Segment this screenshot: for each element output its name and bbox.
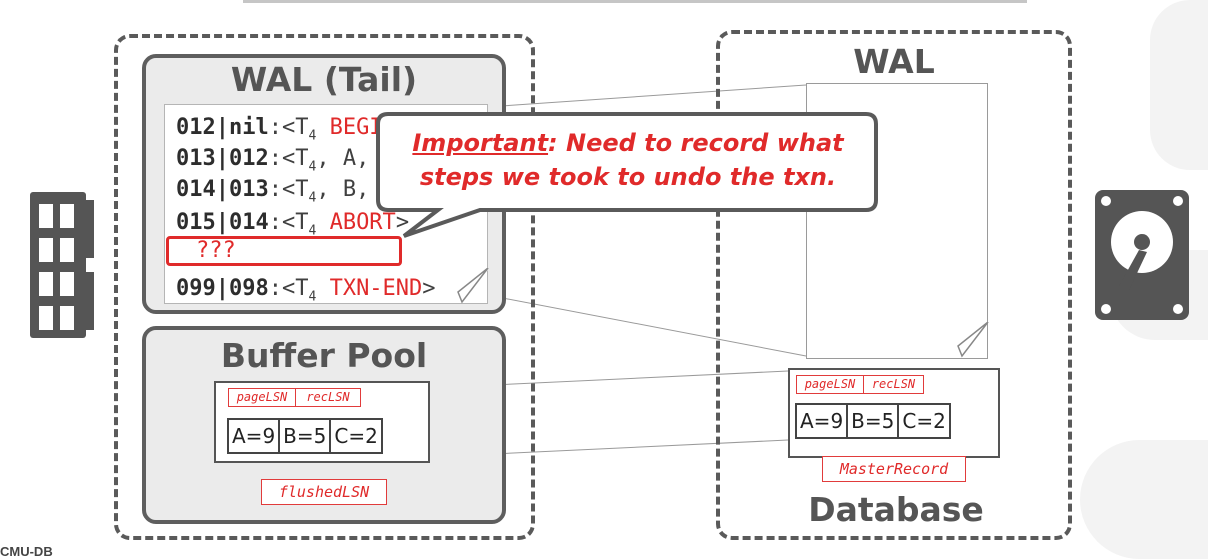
hard-disk-icon [1095,190,1189,320]
callout-text: Important: Need to record what steps we … [384,126,872,194]
bg-decoration [1150,0,1208,170]
disk-rec-lsn-field: recLSN [864,375,924,394]
page-fold-icon [452,268,489,304]
log-record-099: 099|098:<T4 TXN-END> [176,276,436,305]
cell-c: C=2 [334,424,378,448]
disk-wal-title: WAL [853,42,935,81]
callout-emphasis: Important [412,129,549,157]
page-fold-icon [957,322,989,358]
disk-cell-a: A=9 [797,405,849,437]
database-title: Database [808,490,984,529]
callout-line-1: : Need to record what [548,129,844,157]
callout-line-2: steps we took to undo the txn. [419,163,837,191]
log-record-015: 015|014:<T4 ABORT> [176,210,410,239]
rec-lsn-field: recLSN [296,388,361,407]
flushed-lsn-field: flushedLSN [261,479,387,505]
disk-page-header: pageLSN recLSN [796,375,924,394]
buffer-page-cells: A=9 B=5 C=2 [227,418,383,454]
buffer-pool-title: Buffer Pool [220,336,428,375]
cell-a: A=9 [229,420,281,452]
unknown-record-text: ??? [196,238,236,263]
unknown-record-highlight [166,236,402,266]
disk-cell-c: C=2 [902,409,946,433]
cell-b: B=5 [280,420,332,452]
page-lsn-field: pageLSN [228,388,296,407]
master-record-field: MasterRecord [822,456,966,482]
disk-cell-b: B=5 [848,405,900,437]
memory-region [114,34,535,540]
top-divider [243,0,1027,3]
cmu-db-logo: CMU-DB [0,545,53,559]
logo-text: CMU-DB [0,544,53,559]
disk-page-cells: A=9 B=5 C=2 [795,403,951,439]
buffer-page-header: pageLSN recLSN [228,388,361,407]
ram-icon [28,190,100,340]
bg-decoration [1080,440,1208,559]
wal-tail-title: WAL (Tail) [230,60,418,99]
disk-page-lsn-field: pageLSN [796,375,864,394]
disk-region [716,30,1072,540]
